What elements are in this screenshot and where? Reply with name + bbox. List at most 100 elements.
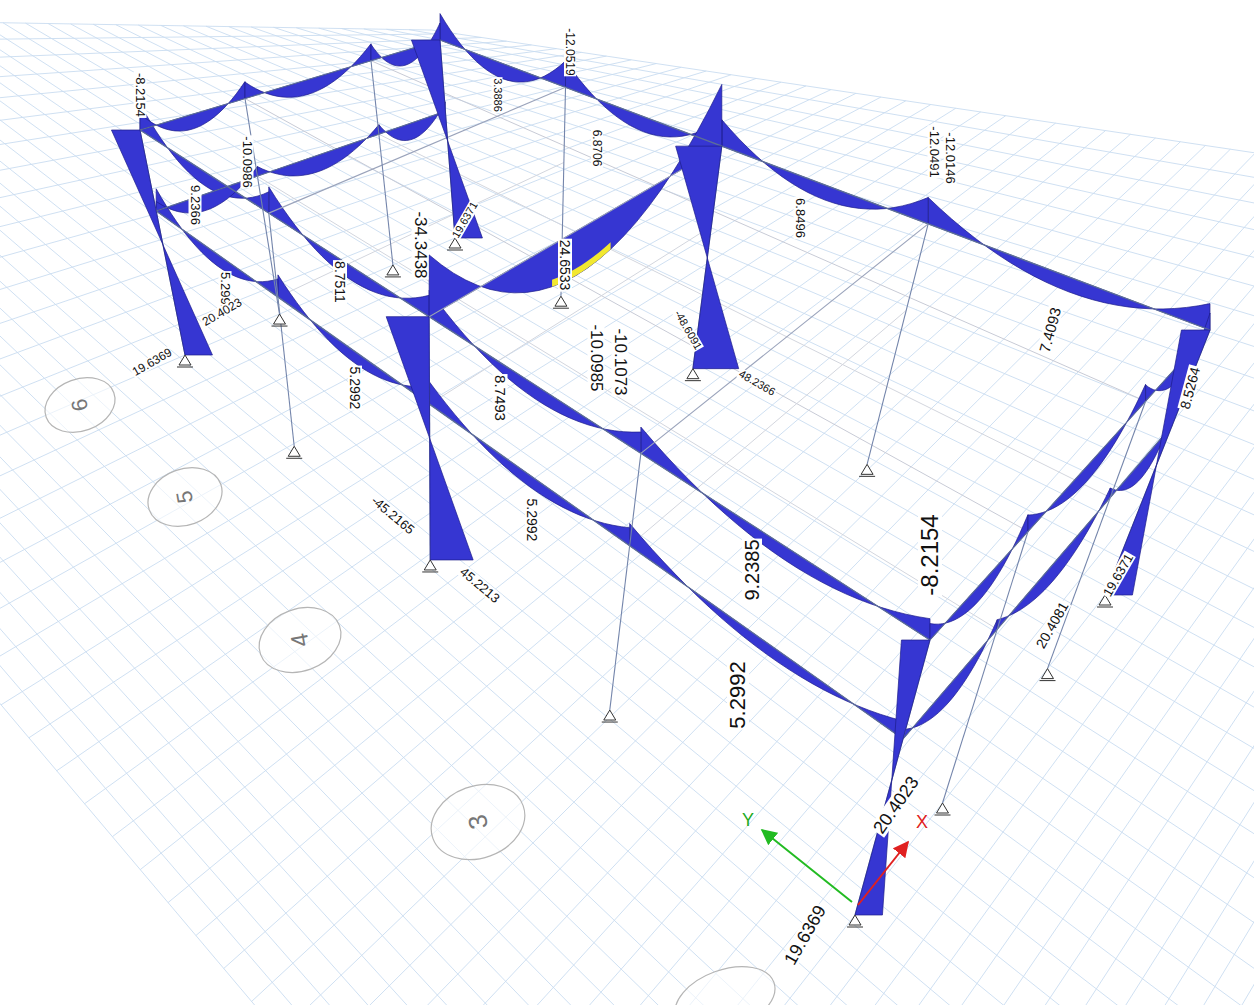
beam (140, 130, 930, 640)
grid-line (0, 15, 1062, 1005)
beam (156, 211, 903, 739)
support-symbol (847, 915, 863, 927)
moment-value: 19.6371 (450, 199, 480, 241)
moment-value: 19.6369 (129, 345, 174, 378)
moment-value: 48.2366 (736, 368, 778, 398)
frame-line (630, 310, 907, 545)
moment-value: -10.0986 (241, 135, 254, 188)
grid-line (432, 30, 1254, 235)
grid-bubble-number: 5 (173, 488, 197, 506)
grid-line (0, 17, 1176, 1005)
moment-value: 6.8496 (794, 197, 807, 239)
moment-diagram (641, 427, 930, 640)
moment-value: 9.2385 (742, 538, 762, 601)
grid-line (0, 13, 948, 1005)
moment-value: 20.4081 (1033, 599, 1071, 652)
moment-value: 5.2992 (727, 660, 749, 729)
beam (930, 330, 1210, 640)
grid-line (168, 131, 1105, 903)
moment-diagram (855, 640, 930, 915)
column (371, 61, 393, 265)
grid-line (85, 119, 1031, 803)
grid-line (409, 30, 1254, 271)
grid-line (0, 21, 1254, 1005)
grid-line (697, 201, 1254, 1005)
support-symbol (859, 464, 875, 476)
grid-line (0, 75, 731, 409)
grid-line (0, 19, 1233, 1005)
grid-line (3, 23, 1254, 907)
moment-value: -12.0519 (564, 27, 576, 76)
grid-line (0, 14, 1024, 1005)
moment-value: 6.8706 (591, 129, 603, 168)
axis-label: X (915, 813, 929, 831)
moment-diagram (440, 14, 566, 88)
beam (140, 40, 440, 130)
grid-line (196, 134, 1131, 935)
support-symbol (422, 560, 438, 572)
grid-line (319, 28, 1254, 411)
grid-line (0, 20, 1254, 1005)
moment-value: 8.7493 (493, 374, 508, 422)
frame-line (245, 99, 1028, 532)
frame-line (430, 226, 712, 404)
grid-line (1, 108, 956, 705)
grid-bubble-number: 6 (68, 396, 92, 414)
moment-diagram (245, 44, 371, 99)
support-symbol (553, 296, 569, 308)
grid-line (0, 17, 1157, 1005)
grid-line (93, 24, 1254, 765)
support-symbol (272, 314, 288, 326)
moment-value: -48.6091 (672, 308, 704, 353)
grid-line (864, 224, 1254, 1005)
grid-line (251, 27, 1254, 518)
grid-line (502, 175, 1254, 1005)
grid-line (781, 213, 1254, 1005)
moment-value: 7.4093 (1037, 305, 1064, 355)
column (855, 640, 930, 915)
moment-diagram (928, 197, 1210, 330)
moment-value: 3.3886 (492, 77, 503, 113)
grid-line (183, 26, 1254, 624)
grid-bubble (421, 772, 536, 872)
grid-line (0, 82, 781, 474)
axis-label: Y (741, 811, 755, 829)
moment-diagram (722, 120, 928, 224)
axis-arrow (858, 842, 908, 905)
grid-line (725, 205, 1254, 1005)
grid-line (0, 67, 681, 342)
moment-diagram (630, 524, 903, 739)
support-symbol (935, 803, 951, 815)
grid-bubble (250, 597, 350, 684)
grid-line (0, 14, 1005, 1005)
grid-line (335, 153, 1254, 1005)
grid-line (29, 112, 981, 738)
moment-diagram (429, 84, 722, 316)
grid-line (296, 28, 1254, 447)
grid-bubble-number: 4 (287, 630, 313, 649)
moment-value: 8.5264 (1177, 365, 1202, 412)
grid-line (57, 116, 1006, 771)
column (867, 224, 928, 464)
moment-value: -45.2165 (368, 493, 417, 537)
column (269, 213, 294, 446)
grid-line (0, 90, 831, 540)
grid-line (229, 27, 1254, 553)
grid-line (0, 15, 1081, 1005)
moment-value: 24.6533 (558, 239, 572, 292)
moment-value: 20.4023 (869, 772, 922, 837)
moment-value: 8.7511 (333, 260, 347, 304)
grid-bubble-number: 3 (464, 812, 492, 833)
moment-value: 45.2213 (457, 564, 503, 605)
moment-value: 9.2366 (189, 184, 202, 226)
grid-line (0, 19, 1252, 1005)
moment-diagram (1110, 416, 1172, 498)
support-symbol (602, 710, 618, 722)
beam (641, 224, 928, 453)
grid-line (0, 22, 1254, 941)
moment-diagram (429, 290, 641, 453)
grid-line (71, 24, 1254, 800)
grid-line (530, 179, 1254, 1005)
